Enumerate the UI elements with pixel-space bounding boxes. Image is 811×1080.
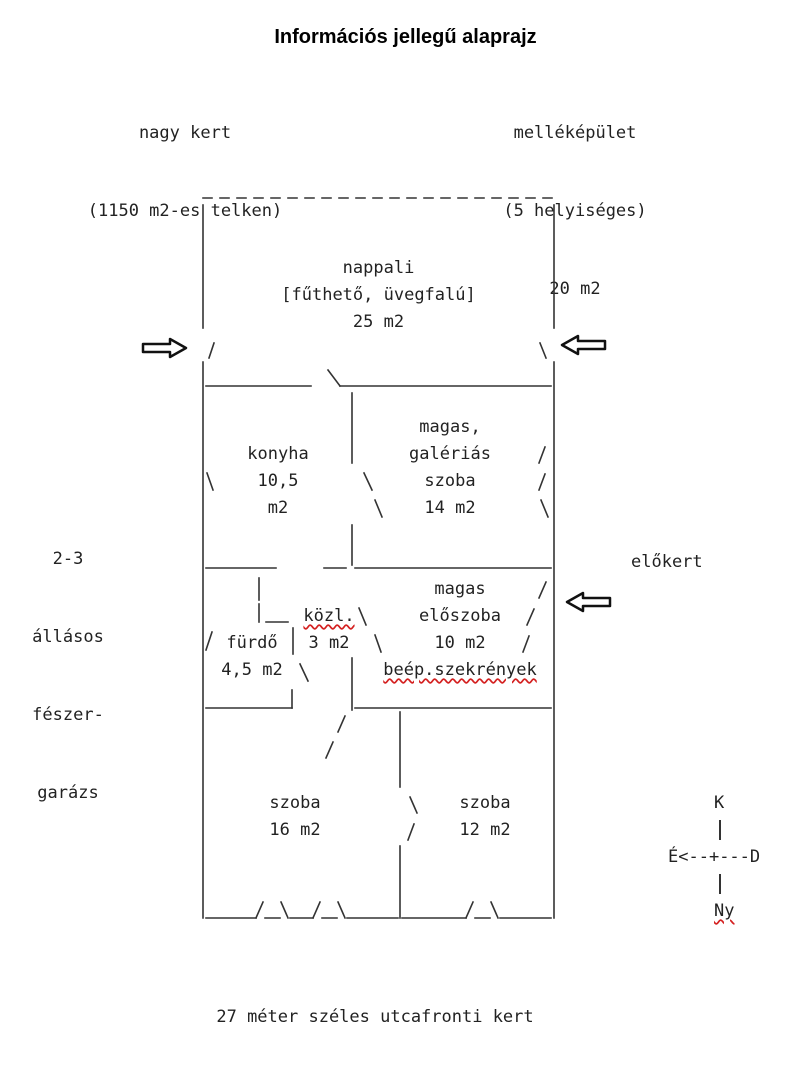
- entrance-arrow-front-icon: [565, 591, 612, 613]
- window-bottom-6: [489, 900, 500, 920]
- window-gallery-1: [537, 445, 547, 465]
- room-konyha: konyha 10,5 m2: [247, 444, 309, 518]
- door-hall-1: [537, 580, 548, 600]
- room-eloszoba: magas előszoba 10 m2 beép.szekrények: [383, 579, 537, 680]
- window-gallery-2: [537, 472, 547, 492]
- door-bedroom-1b: [324, 740, 335, 760]
- door-corridor-2: [373, 633, 383, 654]
- door-right: [538, 341, 548, 360]
- door-nappali: [326, 368, 342, 388]
- door-kitchen: [362, 471, 374, 492]
- door-bedroom-1: [336, 714, 347, 734]
- room-nappali: nappali [fűthető, üvegfalú] 25 m2: [281, 258, 476, 332]
- compass-south: Ny: [714, 901, 735, 921]
- door-hall-2: [525, 607, 536, 627]
- door-kitchen-outer: [205, 471, 215, 492]
- window-bottom-4: [336, 900, 347, 920]
- compass-row: É<--+---D: [668, 844, 760, 870]
- compass-east: D: [749, 847, 761, 867]
- room-galleria: magas, galériás szoba 14 m2: [409, 417, 491, 518]
- window-gallery-3: [539, 498, 550, 519]
- window-bottom-5: [464, 900, 475, 920]
- room-szoba-16: szoba 16 m2: [269, 793, 321, 840]
- top-left-label: nagy kert (1150 m2-es telken): [87, 123, 283, 221]
- door-bedroom-2b: [406, 822, 416, 842]
- door-hall-3: [521, 634, 531, 654]
- room-kozl: közl. 3 m2: [303, 606, 355, 653]
- door-kitchen-2: [373, 498, 384, 519]
- top-right-label: melléképület (5 helyiséges) 20 m2: [503, 123, 647, 299]
- room-furdo: fürdő 4,5 m2: [221, 633, 283, 680]
- plan-title: Információs jellegű alaprajz: [274, 26, 537, 48]
- door-bedroom-2: [408, 795, 419, 815]
- compass-vertical-bottom: [719, 874, 721, 894]
- door-bath-2: [298, 662, 310, 683]
- room-szoba-12: szoba 12 m2: [459, 793, 511, 840]
- front-garden-label: előkert: [631, 552, 703, 572]
- street-garden-label: 27 méter széles utcafronti kert: [216, 1007, 534, 1027]
- compass: K É<--+---D Ny: [662, 790, 782, 930]
- window-bottom-1: [254, 900, 265, 920]
- compass-vertical-top: [719, 820, 721, 840]
- compass-arrow: <--+---: [678, 847, 750, 867]
- entrance-arrow-left-icon: [141, 337, 188, 359]
- door-left: [207, 341, 216, 360]
- window-bottom-2: [279, 900, 290, 920]
- door-bath: [204, 630, 214, 652]
- garage-label: 2-3 állásos fészer- garázs: [32, 549, 104, 803]
- window-bottom-3: [311, 900, 322, 920]
- compass-west: É: [668, 847, 679, 867]
- compass-north: K: [714, 793, 725, 813]
- door-corridor: [357, 606, 368, 627]
- entrance-arrow-right-icon: [560, 334, 607, 356]
